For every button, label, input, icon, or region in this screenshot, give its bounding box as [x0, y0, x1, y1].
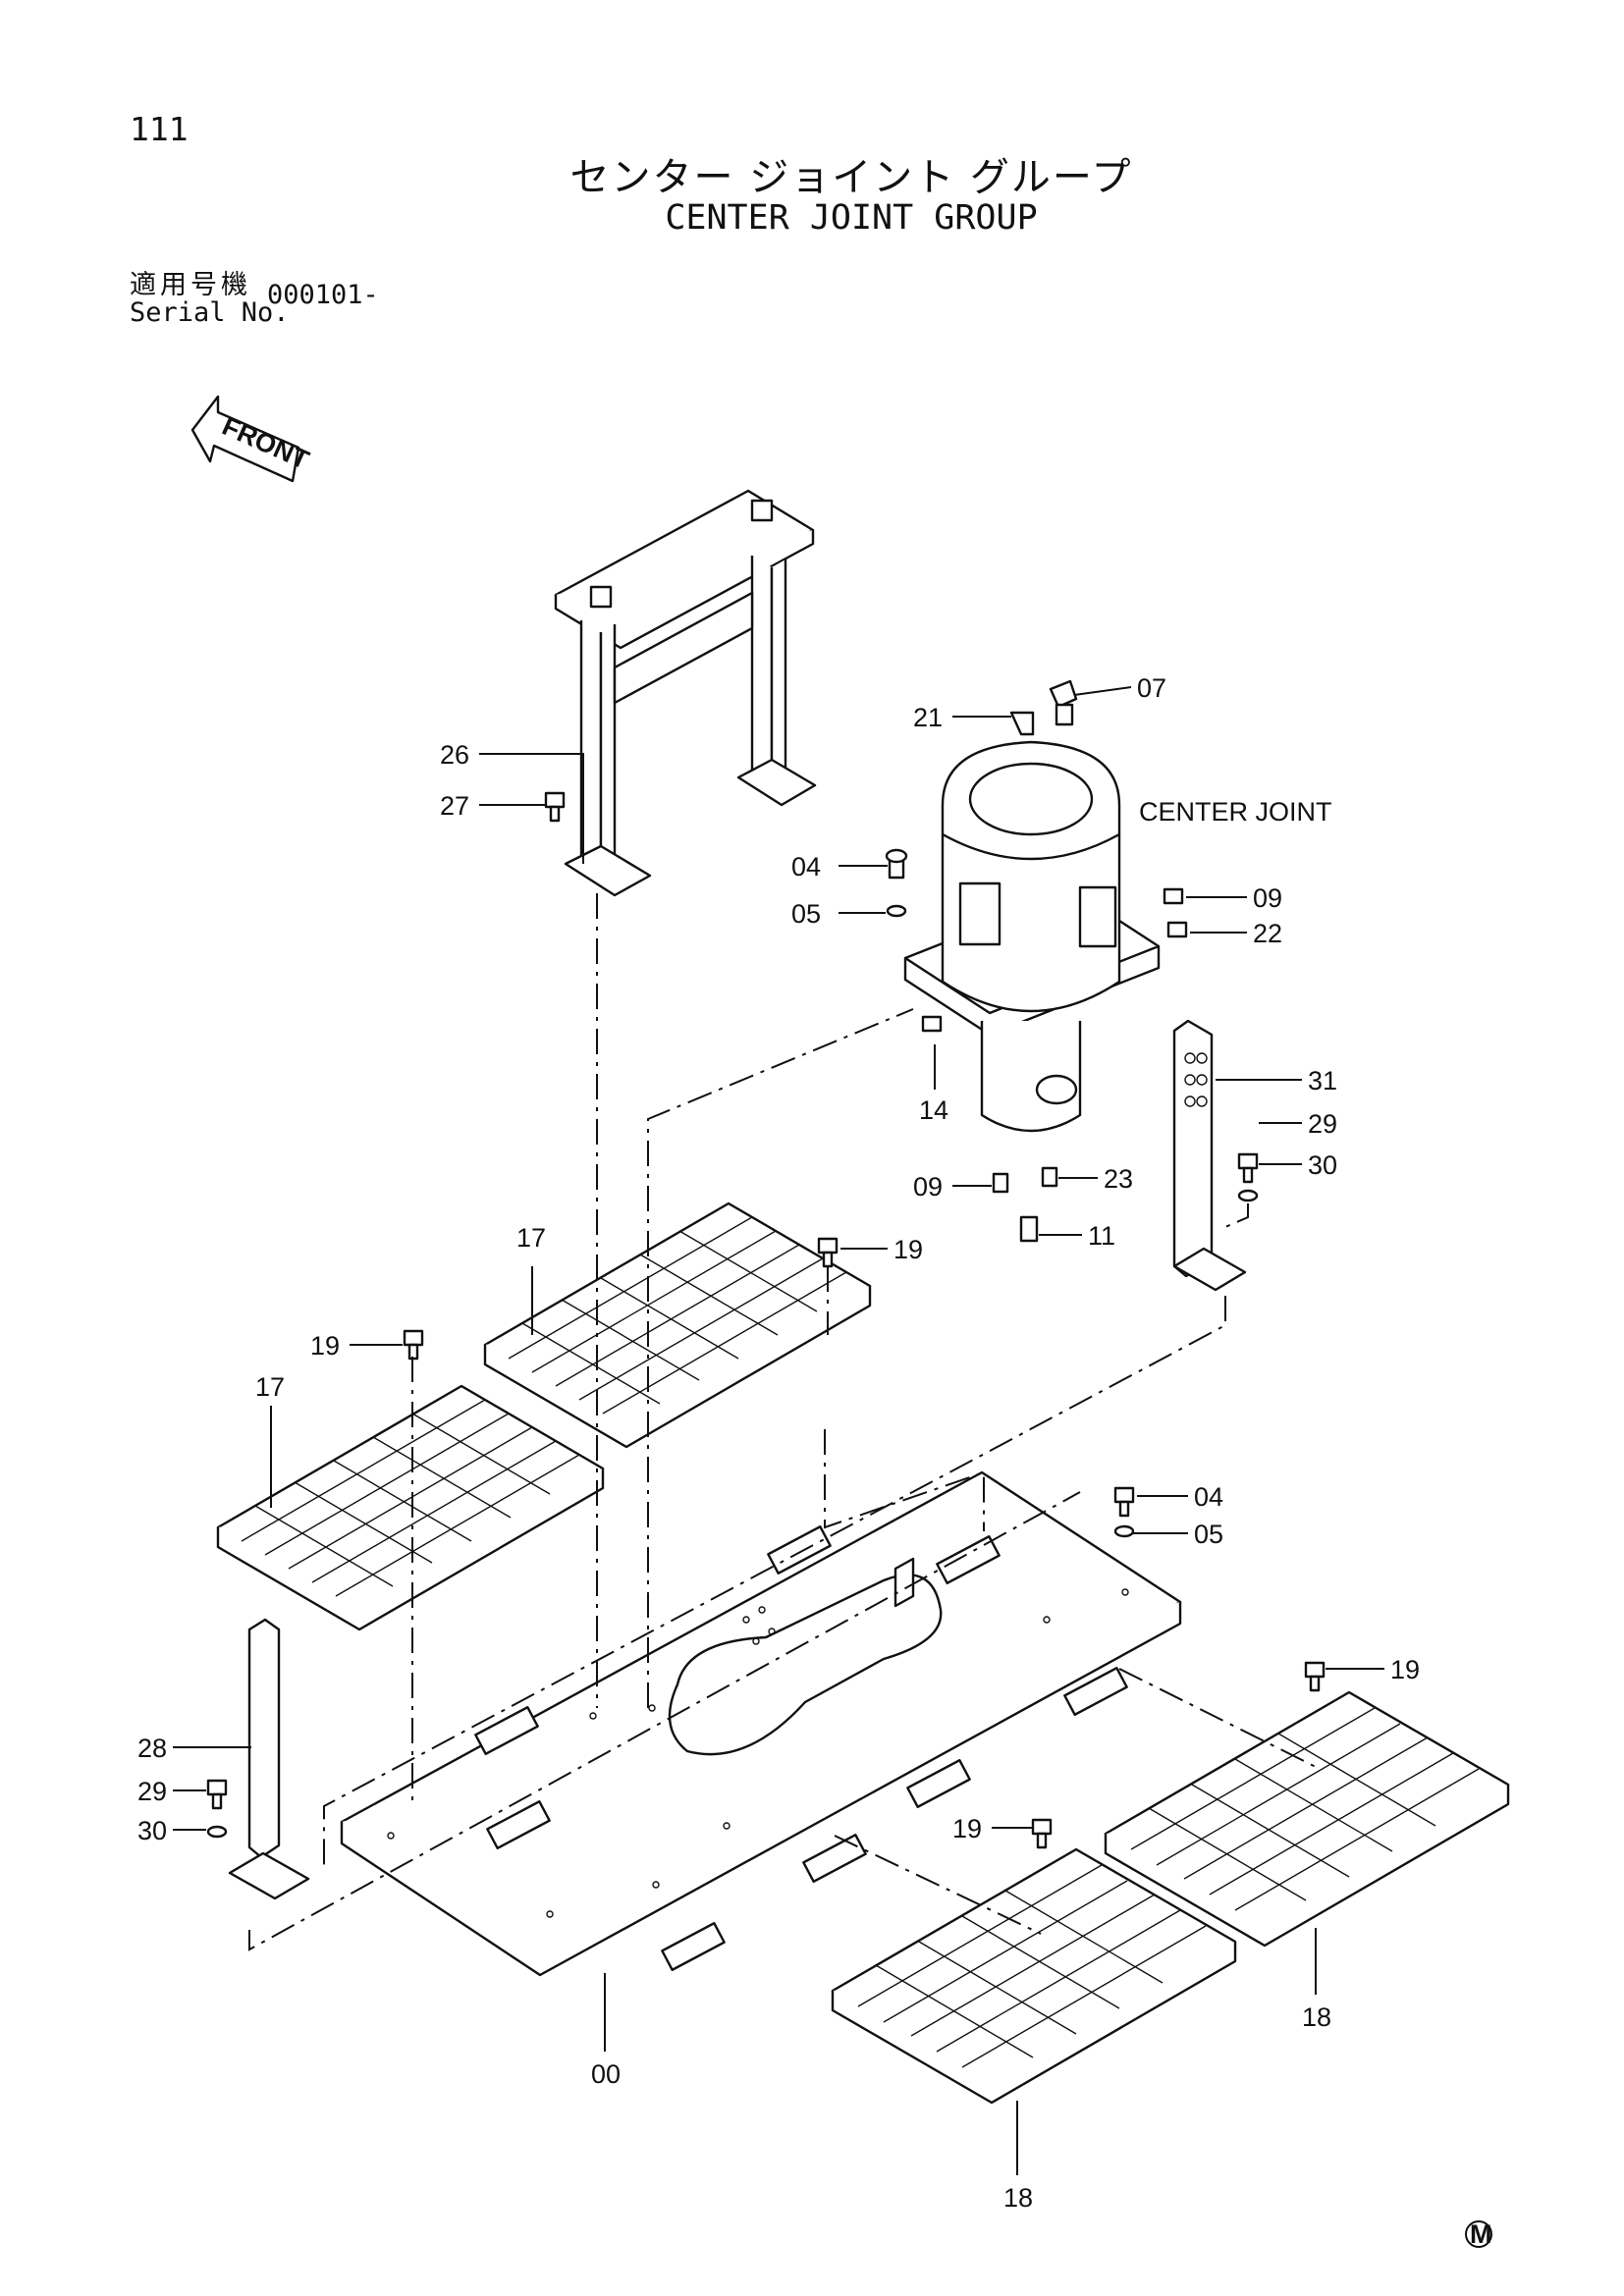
callout-00: 00	[591, 2059, 621, 2089]
callout-14: 14	[919, 1095, 948, 1125]
assembly-lines	[248, 893, 1317, 1951]
center-joint-label: CENTER JOINT	[1139, 797, 1332, 827]
callout-23: 23	[1104, 1164, 1133, 1194]
support-stand-part	[554, 489, 817, 897]
page-number: 111	[130, 110, 189, 148]
grating-18-bottom-part	[831, 1847, 1237, 2105]
callout-27: 27	[440, 791, 469, 821]
title-japanese: センター ジョイント グループ	[569, 155, 1133, 200]
callout-11: 11	[1088, 1221, 1115, 1251]
callout-labels: 07 21 26 27 04 05 09 22 14 31 29 30 09 2…	[137, 673, 1420, 2213]
front-arrow-icon: FRONT	[190, 395, 314, 483]
serial-value: 000101-	[267, 280, 379, 310]
callout-21: 21	[913, 703, 943, 732]
stay-28-part	[228, 1618, 310, 1900]
callout-17-left: 17	[255, 1372, 285, 1402]
footer-mark-icon: M	[1465, 2219, 1492, 2249]
callout-22: 22	[1253, 919, 1282, 948]
bolts-part	[206, 791, 1326, 1849]
center-joint-part	[903, 740, 1161, 1133]
callout-29-left: 29	[137, 1777, 167, 1806]
callout-28: 28	[137, 1734, 167, 1763]
callout-04-lower: 04	[1194, 1482, 1223, 1512]
grating-18-right-part	[1104, 1690, 1510, 1948]
callout-17-center: 17	[516, 1223, 546, 1253]
callout-19-bottom: 19	[952, 1814, 982, 1843]
callout-05-upper: 05	[791, 899, 821, 929]
callout-09-upper: 09	[1253, 883, 1282, 913]
callout-18-right: 18	[1302, 2002, 1331, 2032]
callout-19-right: 19	[1390, 1655, 1420, 1684]
callout-19-left: 19	[310, 1331, 340, 1361]
grating-17-left-part	[216, 1384, 605, 1631]
callout-19-center: 19	[893, 1235, 923, 1264]
callout-26: 26	[440, 740, 469, 770]
callout-18-bottom: 18	[1003, 2183, 1033, 2213]
callout-30-left: 30	[137, 1816, 167, 1845]
leader-lines	[173, 686, 1384, 2175]
callout-09-lower: 09	[913, 1172, 943, 1201]
callout-04-upper: 04	[791, 852, 821, 881]
callout-07: 07	[1137, 673, 1166, 703]
stay-31-part	[1172, 1019, 1247, 1292]
fittings-part	[885, 679, 1188, 1243]
serial-label-english: Serial No.	[130, 297, 290, 328]
callout-30-right: 30	[1308, 1150, 1337, 1180]
callout-05-lower: 05	[1194, 1520, 1223, 1549]
callout-31: 31	[1308, 1066, 1337, 1095]
footer-mark-letter: M	[1470, 2219, 1492, 2249]
base-frame-part	[340, 1470, 1182, 1977]
title-english: CENTER JOINT GROUP	[665, 198, 1038, 238]
callout-29-right: 29	[1308, 1109, 1337, 1139]
serial-label-japanese: 適用号機	[130, 270, 251, 300]
